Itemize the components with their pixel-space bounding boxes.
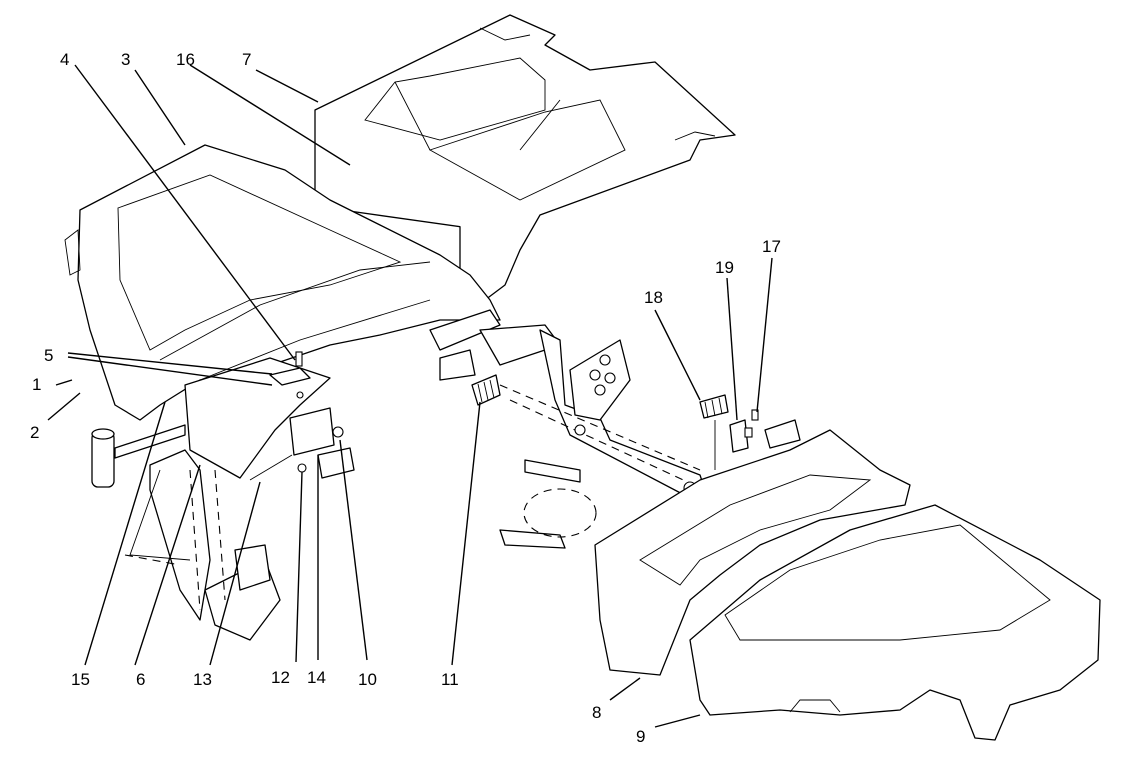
callout-17: 17: [762, 237, 781, 256]
callout-9: 9: [636, 727, 645, 746]
callout-1: 1: [32, 375, 41, 394]
callout-3: 3: [121, 50, 130, 69]
rear-right-body: [689, 504, 1101, 741]
callout-labels: 1 2 3 4 5 6 7 8 9 10 11 12 13 14 15 16 1…: [30, 50, 781, 746]
callout-16: 16: [176, 50, 195, 69]
pivot-frame: [429, 309, 706, 499]
callout-5: 5: [44, 346, 53, 365]
callout-11: 11: [441, 670, 459, 689]
callout-15: 15: [71, 670, 90, 689]
spring: [471, 374, 501, 406]
callout-8: 8: [592, 703, 601, 722]
callout-12: 12: [271, 668, 290, 687]
hinge-hardware: [249, 407, 355, 481]
callout-2: 2: [30, 423, 39, 442]
leader-17: [756, 257, 773, 413]
leader-18: [654, 309, 701, 401]
leader-15: [84, 401, 166, 666]
leader-9: [654, 714, 701, 728]
callout-14: 14: [307, 668, 326, 687]
leader-8: [609, 677, 641, 701]
leader-11: [451, 401, 481, 666]
leader-10: [339, 439, 368, 661]
leader-16: [189, 64, 351, 166]
leader-1: [55, 379, 73, 386]
leader-3: [134, 69, 186, 146]
right-fender: [594, 429, 911, 676]
leader-lines: [47, 64, 773, 728]
callout-6: 6: [136, 670, 145, 689]
leader-6: [134, 464, 201, 666]
leader-7: [255, 69, 319, 103]
callout-7: 7: [242, 50, 251, 69]
leader-12: [295, 471, 303, 663]
leader-5a: [67, 352, 273, 375]
lower-left-assembly: [91, 424, 281, 641]
seat-bracket-plate: [184, 357, 331, 479]
leader-4: [74, 64, 296, 361]
leader-19: [726, 277, 738, 421]
leader-13: [209, 481, 261, 666]
callout-13: 13: [193, 670, 212, 689]
left-fender: [64, 144, 501, 421]
callout-10: 10: [358, 670, 377, 689]
callout-4: 4: [60, 50, 69, 69]
loose-plates: [499, 459, 597, 549]
leader-5b: [67, 356, 273, 386]
callout-19: 19: [715, 258, 734, 277]
callout-18: 18: [644, 288, 663, 307]
leader-2: [47, 392, 81, 421]
top-bracket-hardware: [269, 351, 311, 399]
right-bracket-hardware: [699, 394, 801, 470]
